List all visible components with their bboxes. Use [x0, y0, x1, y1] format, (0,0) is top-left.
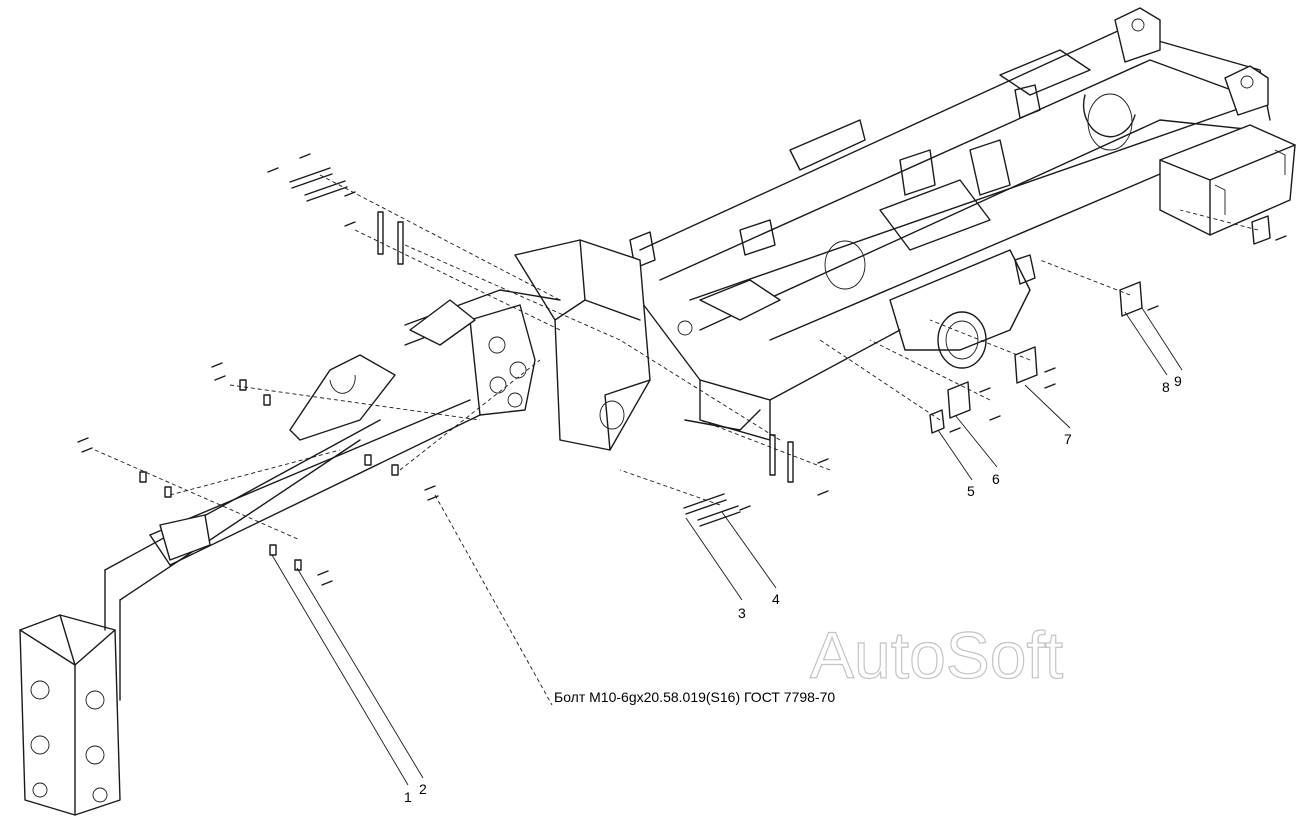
watermark-text: AutoSoft — [810, 618, 1063, 692]
callout-7: 7 — [1064, 431, 1072, 447]
front-frame — [19, 239, 651, 816]
callout-9: 9 — [1174, 373, 1182, 389]
rear-frame — [629, 7, 1296, 441]
callout-leaders — [271, 307, 1183, 786]
callout-5: 5 — [967, 483, 975, 499]
callout-8: 8 — [1162, 379, 1170, 395]
callout-1: 1 — [404, 789, 412, 805]
callout-3: 3 — [738, 605, 746, 621]
callout-4: 4 — [772, 591, 780, 607]
callout-2: 2 — [419, 781, 427, 797]
assembly-leaders — [94, 174, 1259, 706]
fasteners — [77, 153, 1287, 586]
callout-6: 6 — [992, 471, 1000, 487]
bolt-note: Болт М10-6gx20.58.019(S16) ГОСТ 7798-70 — [554, 689, 835, 705]
